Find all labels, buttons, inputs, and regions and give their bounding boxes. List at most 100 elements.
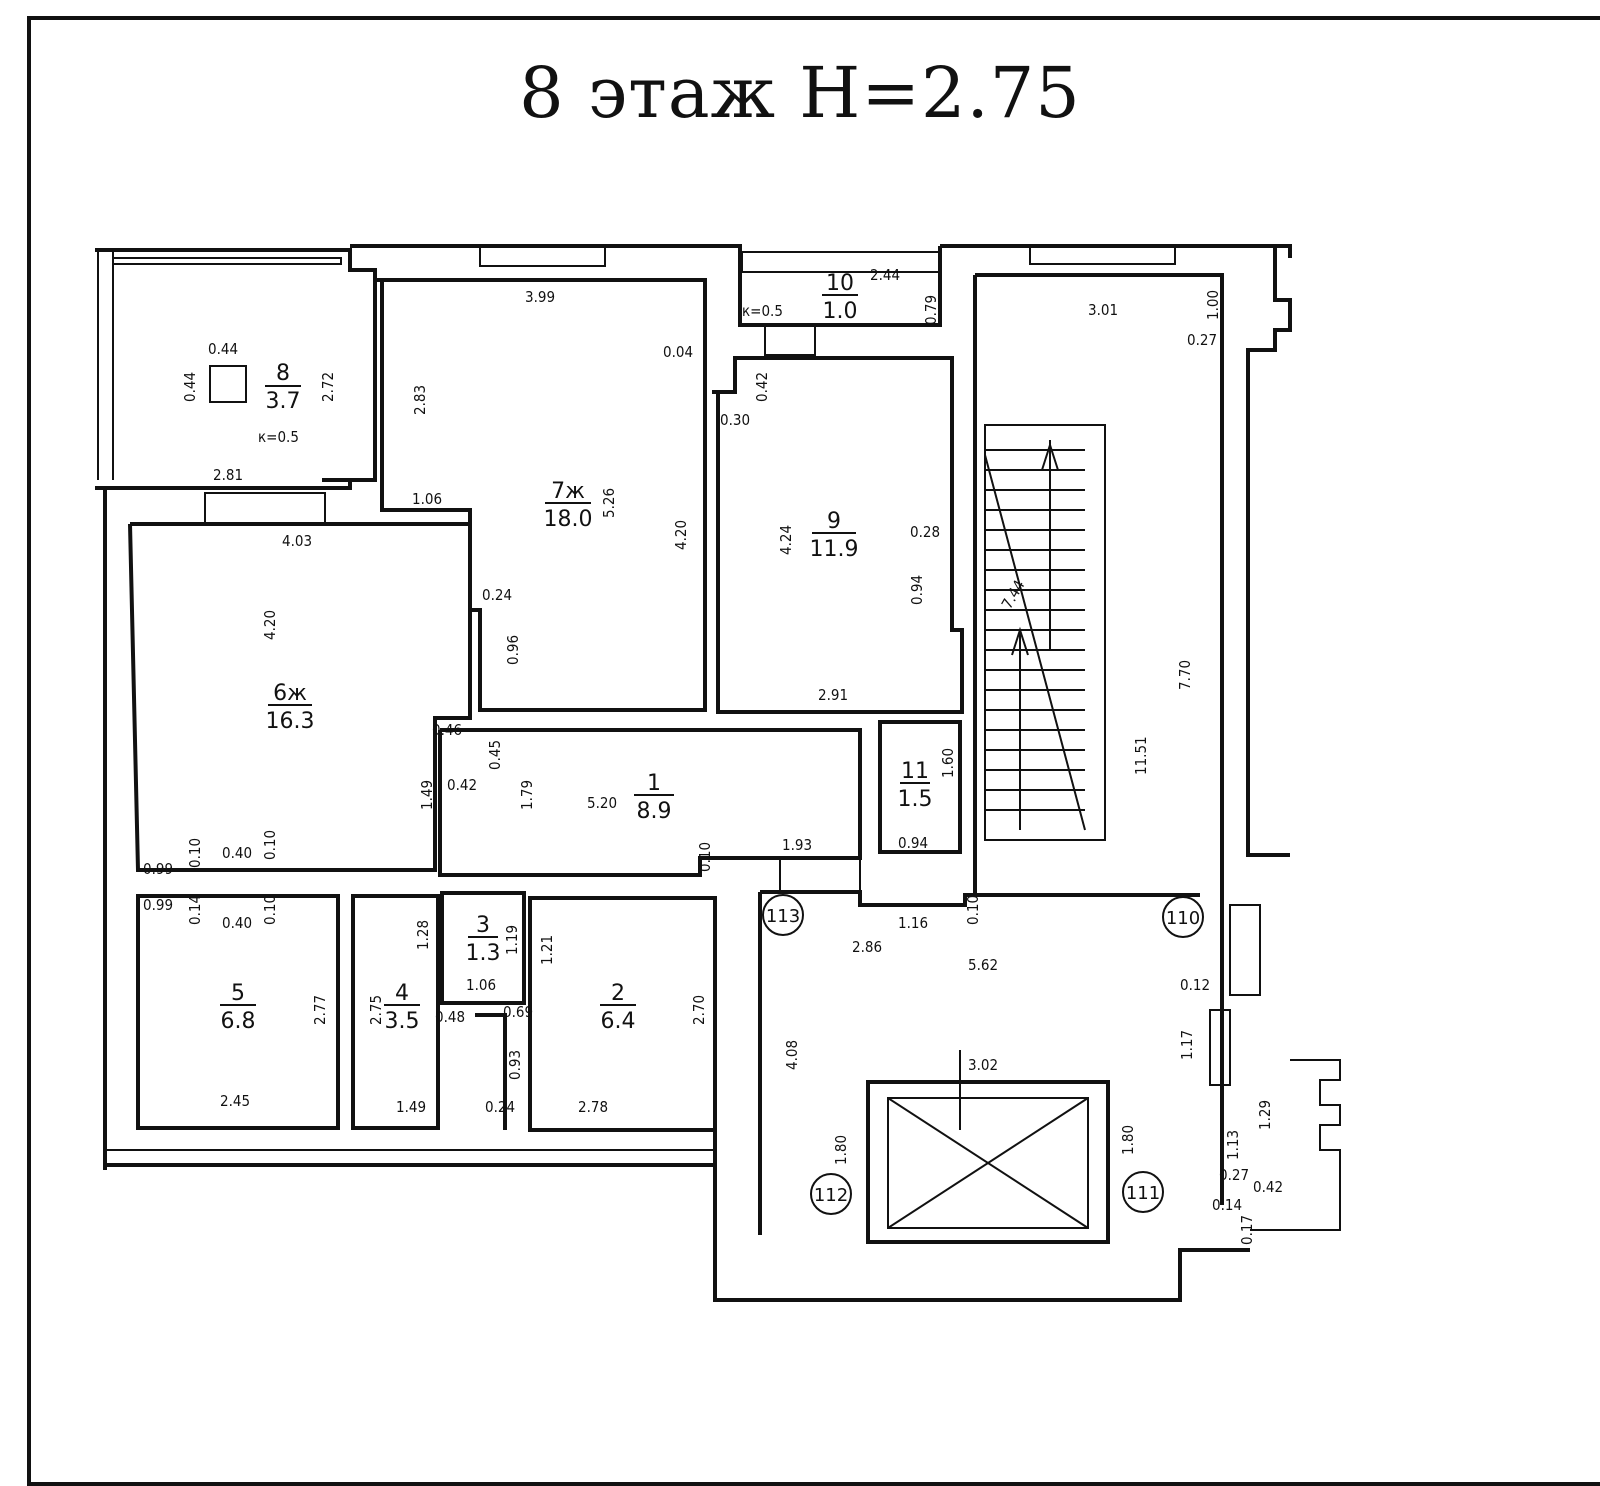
dim-label: 2.81 [213,466,243,484]
dim-label: 0.17 [1238,1215,1256,1245]
dim-label: 0.30 [720,411,750,429]
dim-label: 0.24 [485,1098,515,1116]
room-8-number: 8 [276,361,290,386]
dim-label: 0.40 [222,914,252,932]
floor-title: 8 этаж H=2.75 [519,52,1081,134]
dim-label: 0.48 [435,1008,465,1026]
room-7-area: 18.0 [544,507,593,532]
room-7-number: 7ж [551,479,585,504]
dim-label: 0.10 [261,895,279,925]
room-10-number: 10 [826,271,854,296]
dim-label: 0.46 [432,721,462,739]
dim-label: 1.06 [466,976,496,994]
dim-label: 3.02 [968,1056,998,1074]
dim-label: 0.79 [922,295,940,325]
room-3-number: 3 [476,913,490,938]
dim-label: 0.44 [208,340,238,358]
room-2-area: 6.4 [601,1009,636,1034]
dim-label: 0.12 [1180,976,1210,994]
dim-label: 1.16 [898,914,928,932]
dim-label: 0.93 [506,1050,524,1080]
room-2-number: 2 [611,981,625,1006]
dim-label: 3.99 [525,288,555,306]
dim-label: 2.44 [870,266,900,284]
dim-label: 5.62 [968,956,998,974]
dim-label: 1.80 [1119,1125,1137,1155]
dim-label: 1.60 [939,748,957,778]
walls [95,244,1341,1302]
dim-label: 0.27 [1187,331,1217,349]
room-4-number: 4 [395,981,409,1006]
dim-label: 5.20 [587,794,617,812]
dim-label: 1.00 [1204,290,1222,320]
dim-label: 7.44 [998,577,1029,612]
dim-label: 3.01 [1088,301,1118,319]
dim-label: 2.83 [411,385,429,415]
dim-label: 0.24 [482,586,512,604]
dim-label: 0.44 [181,372,199,402]
room-5-number: 5 [231,981,245,1006]
dim-label: 0.99 [143,896,173,914]
dim-label: 2.91 [818,686,848,704]
dim-label: 0.40 [222,844,252,862]
svg-text:111: 111 [1126,1183,1160,1204]
axis-marker-112 [810,1173,852,1215]
room-4-area: 3.5 [385,1009,420,1034]
dim-label: 1.13 [1224,1130,1242,1160]
dim-label: 1.80 [832,1135,850,1165]
room-5-area: 6.8 [221,1009,256,1034]
dim-label: 7.70 [1176,660,1194,690]
dim-label: 0.04 [663,343,693,361]
room-10-area: 1.0 [823,299,858,324]
dim-label: 0.14 [1212,1196,1242,1214]
dim-label: 4.24 [777,525,795,555]
dim-label: 0.69 [503,1003,533,1021]
room-3-area: 1.3 [466,941,501,966]
room-11-number: 11 [901,759,929,784]
dim-label: 0.10 [696,842,714,872]
dim-label: 4.03 [282,532,312,550]
dim-label: 4.08 [783,1040,801,1070]
room-6-area: 16.3 [266,709,315,734]
room-1-number: 1 [647,771,661,796]
dim-label: 0.94 [898,834,928,852]
dim-label: 0.96 [504,635,522,665]
svg-text:113: 113 [766,906,800,927]
dim-label: 1.93 [782,836,812,854]
axis-marker-113 [762,894,804,936]
dimension-labels: 0.44 0.44 2.72 к=0.5 2.81 3.99 0.04 2.83… [143,266,1283,1245]
room-8-area: 3.7 [266,389,301,414]
dim-label: 1.28 [414,920,432,950]
dim-label: 0.42 [1253,1178,1283,1196]
dim-label: 1.49 [418,780,436,810]
dim-label: 0.10 [964,895,982,925]
dim-label: 0.94 [908,575,926,605]
dim-label: 0.99 [143,860,173,878]
dim-label: 0.45 [486,740,504,770]
room-11-area: 1.5 [898,787,933,812]
dim-label: 0.42 [447,776,477,794]
dim-label: 0.10 [186,838,204,868]
dim-label: 0.14 [186,895,204,925]
dim-label: к=0.5 [742,302,783,320]
dim-label: 11.51 [1132,736,1150,775]
dim-label: 2.45 [220,1092,250,1110]
dim-label: 1.06 [412,490,442,508]
floor-plan: 8 3.7 7ж 18.0 10 1.0 9 11.9 6ж 16.3 1 8.… [95,244,1341,1302]
dim-label: 1.79 [518,780,536,810]
dim-label: 2.75 [367,995,385,1025]
dim-label: 1.29 [1256,1100,1274,1130]
dim-label: 4.20 [672,520,690,550]
dim-label: 2.78 [578,1098,608,1116]
axis-marker-111 [1122,1171,1164,1213]
dim-label: 1.19 [503,925,521,955]
axis-markers: 113 110 112 111 [762,894,1204,1215]
dim-label: 2.86 [852,938,882,956]
axis-marker-110 [1162,896,1204,938]
dim-label: 2.77 [311,995,329,1025]
dim-label: 0.27 [1219,1166,1249,1184]
svg-text:110: 110 [1166,908,1200,929]
shaft-icon [209,365,247,403]
svg-text:112: 112 [814,1185,848,1206]
room-6-number: 6ж [273,681,307,706]
